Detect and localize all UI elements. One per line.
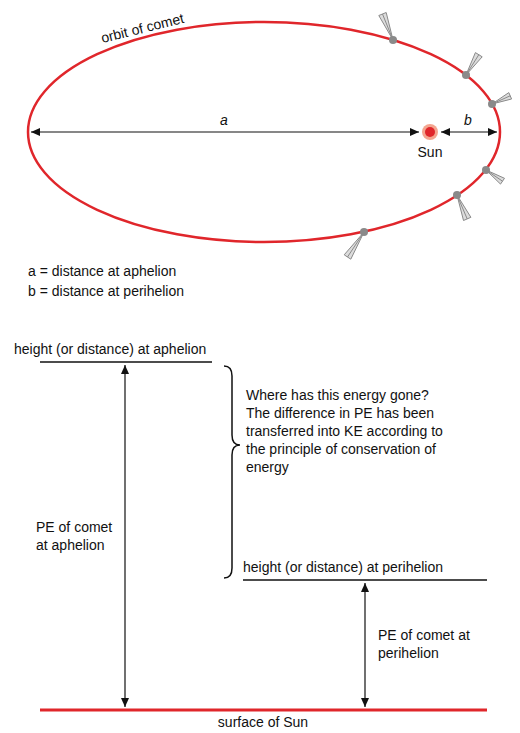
comet-head [462, 71, 470, 79]
pe-label: PE of comet at perihelion [378, 626, 474, 662]
aphelion-pe-arrow [124, 365, 125, 707]
perihelion-distance-arrow [441, 131, 497, 132]
perihelion-height-line [243, 579, 487, 581]
perihelion-pe-arrow [364, 583, 365, 707]
explanation-note: Where has this energy gone? The differen… [246, 386, 446, 476]
key-note: b = distance at perihelion [28, 282, 184, 300]
distance-symbol: b [464, 111, 472, 129]
distance-symbol: a [220, 111, 228, 129]
comet-tail [466, 53, 482, 75]
comet-head [453, 191, 461, 199]
height-label: height (or distance) at aphelion [14, 340, 206, 358]
surface-label: surface of Sun [218, 713, 308, 731]
comet-head [389, 36, 397, 44]
comet-tail [344, 232, 364, 259]
height-label: height (or distance) at perihelion [243, 558, 443, 576]
comet-tail [383, 14, 394, 40]
sun-symbol [425, 127, 435, 137]
aphelion-height-line [40, 361, 212, 363]
comet-symbols [344, 13, 511, 260]
key-note: a = distance at aphelion [28, 262, 176, 280]
comet-head [482, 166, 490, 174]
comet-tail [379, 13, 393, 41]
comet-tail [457, 195, 471, 221]
sun-surface-line [40, 709, 487, 712]
comet-orbit [28, 22, 500, 242]
sun-glow [422, 124, 438, 140]
pe-label: PE of comet at aphelion [36, 518, 120, 554]
energy-brace [224, 366, 240, 578]
comet-head [360, 228, 368, 236]
sun-label: Sun [418, 143, 443, 161]
comet-head [488, 100, 496, 108]
comet-tail [348, 232, 365, 257]
aphelion-distance-arrow [31, 131, 419, 132]
orbit-label: orbit of comet [99, 9, 186, 47]
